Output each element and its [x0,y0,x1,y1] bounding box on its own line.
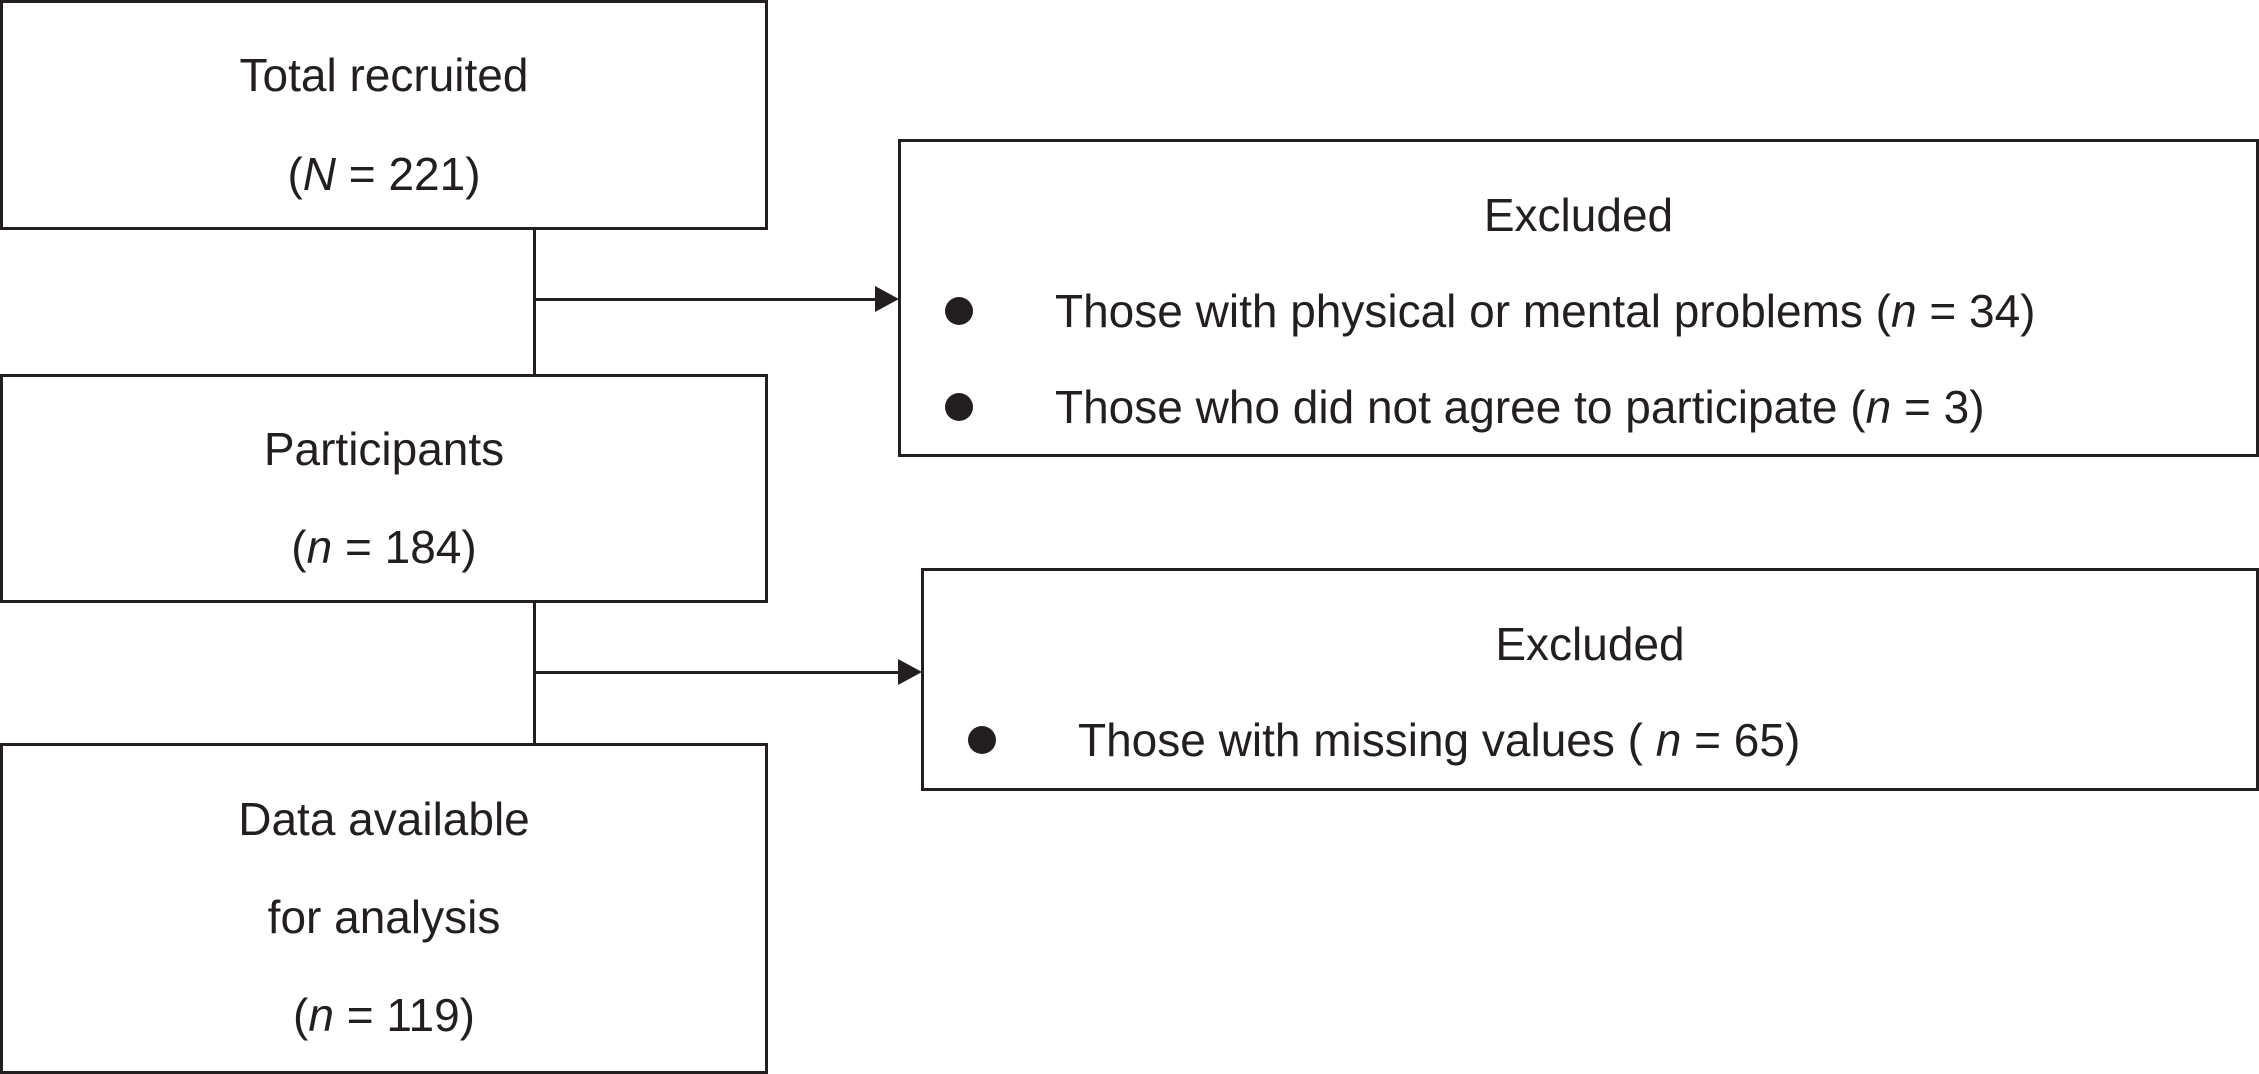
exclusion-item: Those with physical or mental problems (… [1055,283,2036,339]
box-title-line-1: Data available [238,793,530,845]
exclusion-item: Those with missing values ( n = 65) [1078,712,1800,768]
count-variable: n [1891,285,1917,337]
count-variable: n [1655,714,1682,766]
arrow-to-excluded-2-head [898,659,922,685]
count-open: ( [293,989,309,1041]
count-variable: n [306,521,333,573]
box-title: Excluded [1495,618,1685,670]
count-value: = 119) [333,989,475,1041]
exclusion-reason: Those who did not agree to participate ( [1055,381,1866,433]
box-participants: Participants (n = 184) [0,374,768,603]
arrow-to-excluded-1-shaft [533,298,890,301]
count-variable: n [308,989,334,1041]
connector-recruited-participants [533,230,536,375]
box-count: (n = 184) [3,519,765,575]
bullet-icon [968,726,996,754]
arrow-to-excluded-2-shaft [533,671,913,674]
count-open: ( [291,521,307,573]
box-title: Excluded [1483,189,1674,241]
bullet-icon [945,297,973,325]
box-data-available: Data available for analysis (n = 119) [0,743,768,1074]
box-title-line-2: for analysis [267,891,501,943]
count-variable: N [302,148,337,200]
count-value: = 184) [332,521,477,573]
box-title: Total recruited [239,49,529,101]
exclusion-reason: Those with missing values ( [1078,714,1656,766]
box-excluded-2: Excluded Those with missing values ( n =… [921,568,2259,791]
box-count: (n = 119) [3,987,765,1043]
count-value: = 34) [1916,285,2036,337]
exclusion-item: Those who did not agree to participate (… [1055,379,1985,435]
exclusion-reason: Those with physical or mental problems ( [1055,285,1891,337]
box-title: Participants [263,423,505,475]
box-count: (N = 221) [3,146,765,202]
count-value: = 3) [1891,381,1985,433]
count-value: = 221) [336,148,481,200]
arrow-to-excluded-1-head [875,286,899,312]
bullet-icon [945,393,973,421]
count-open: ( [287,148,303,200]
count-value: = 65) [1681,714,1801,766]
box-excluded-1: Excluded Those with physical or mental p… [898,139,2259,457]
count-variable: n [1865,381,1892,433]
box-total-recruited: Total recruited (N = 221) [0,0,768,230]
